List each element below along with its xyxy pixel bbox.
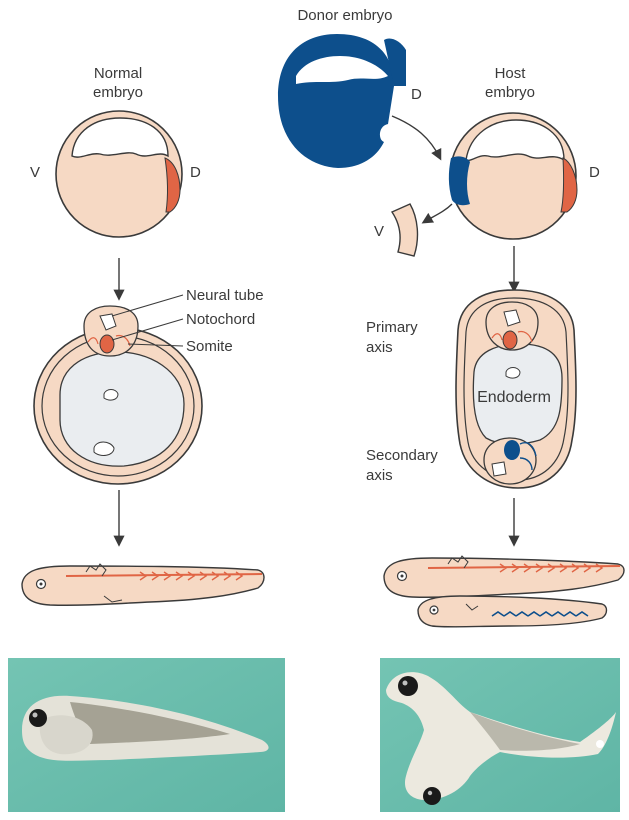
- donor-embryo-label: Donor embryo: [297, 7, 392, 24]
- secondary-axis-label-1: Secondary: [366, 447, 438, 464]
- somite-label: Somite: [186, 338, 233, 355]
- secondary-axis-label-2: axis: [366, 467, 393, 484]
- normal-tadpole: [22, 564, 264, 605]
- dorsal-label-donor: D: [411, 86, 422, 103]
- host-embryo-label-2: embryo: [485, 84, 535, 101]
- notochord-label: Notochord: [186, 311, 255, 328]
- normal-embryo-label-1: Normal: [94, 65, 142, 82]
- host-embryo: [449, 113, 577, 239]
- donor-embryo: [278, 34, 406, 168]
- conjoined-tadpoles: [384, 556, 624, 627]
- normal-embryo-blastula: [56, 111, 182, 237]
- arrow-excised: [424, 204, 452, 222]
- neural-tube-leader: [112, 295, 183, 316]
- host-embryo-label-1: Host: [495, 65, 527, 82]
- dorsal-label-host: D: [589, 164, 600, 181]
- normal-tadpole-photo: [8, 658, 285, 812]
- primary-axis-label-2: axis: [366, 339, 393, 356]
- endoderm-label: Endoderm: [477, 389, 551, 406]
- neural-tube-label: Neural tube: [186, 287, 264, 304]
- excised-ventral-tissue: [392, 204, 417, 256]
- normal-embryo-cross-section: [34, 306, 202, 484]
- primary-axis-label-1: Primary: [366, 319, 418, 336]
- ventral-label-left: V: [30, 164, 40, 181]
- dorsal-label-left: D: [190, 164, 201, 181]
- arrow-transplant: [392, 116, 440, 158]
- ventral-label-host: V: [374, 223, 384, 240]
- conjoined-tadpole-photo: [380, 658, 620, 812]
- normal-embryo-label-2: embryo: [93, 84, 143, 101]
